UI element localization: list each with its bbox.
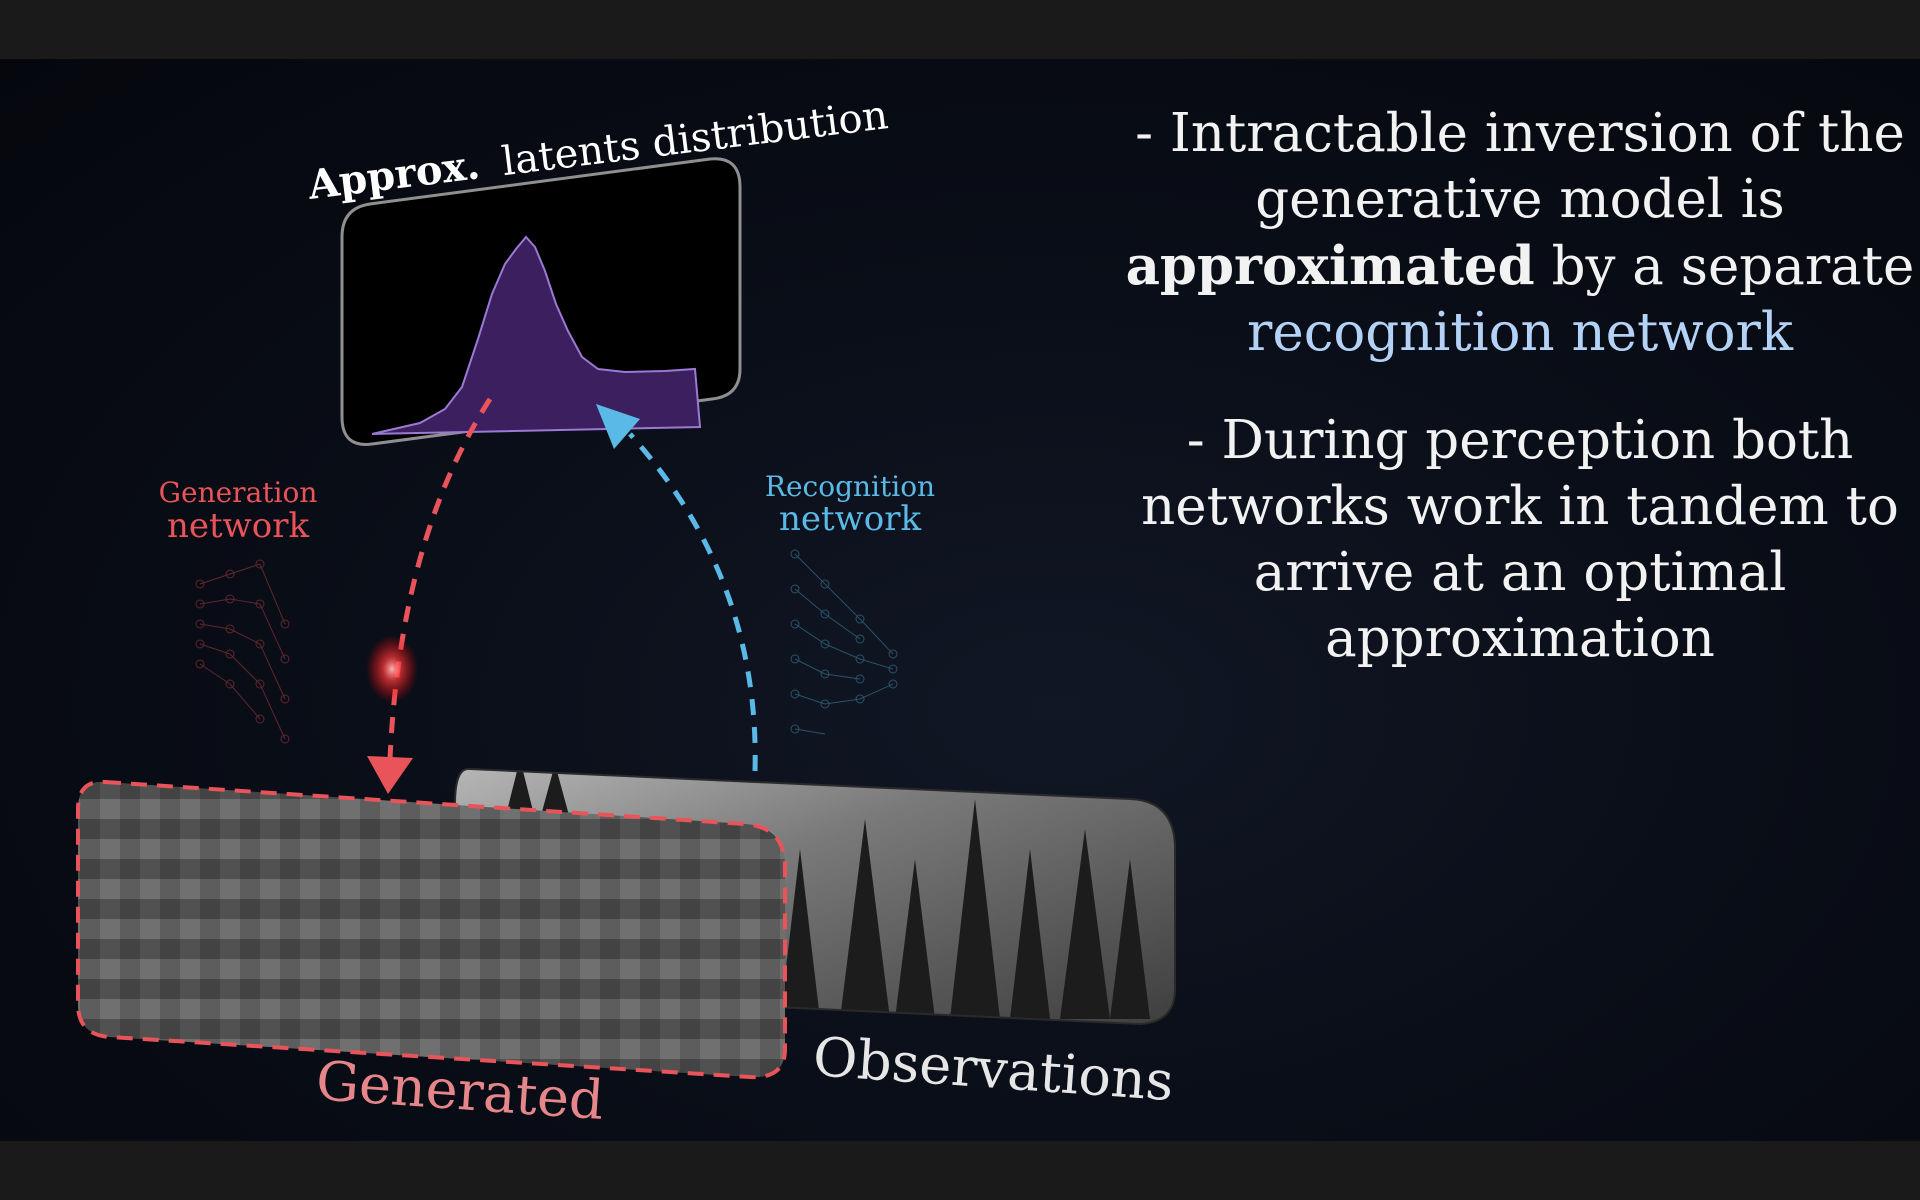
distribution-curve bbox=[371, 235, 702, 435]
bullet1-accent: recognition network bbox=[1247, 302, 1793, 363]
recognition-network-label-line2: network bbox=[779, 499, 922, 539]
bullet-approximation: - Intractable inversion of the generativ… bbox=[1120, 101, 1920, 366]
generation-network-icon bbox=[195, 559, 290, 744]
observations-label: Observations bbox=[811, 1025, 1176, 1113]
generation-arrow bbox=[366, 397, 493, 794]
bullet-perception: - During perception both networks work i… bbox=[1120, 408, 1920, 672]
bullet2-text: - During perception both networks work i… bbox=[1141, 410, 1899, 669]
generation-network-label-line2: network bbox=[167, 506, 310, 546]
recognition-arrow bbox=[596, 404, 758, 772]
recognition-network-label-line1: Recognition bbox=[765, 470, 935, 503]
letterbox-top bbox=[0, 0, 1920, 59]
bullet1-prefix: - Intractable inversion of the generativ… bbox=[1135, 103, 1905, 230]
diagram: Approx. latents distribution bbox=[76, 92, 1176, 1132]
bullet1-middle: by a separate bbox=[1551, 236, 1915, 297]
forest-silhouette bbox=[505, 768, 1150, 1019]
video-frame: Approx. latents distribution bbox=[0, 59, 1920, 1141]
recognition-network-icon bbox=[790, 549, 898, 735]
letterbox-bottom bbox=[0, 1141, 1920, 1200]
bullet1-bold: approximated bbox=[1125, 235, 1535, 297]
latents-box bbox=[340, 157, 742, 446]
generation-network-label-line1: Generation bbox=[159, 476, 318, 509]
generated-panel bbox=[76, 779, 787, 1080]
notes-panel: - Intractable inversion of the generativ… bbox=[1120, 101, 1920, 672]
